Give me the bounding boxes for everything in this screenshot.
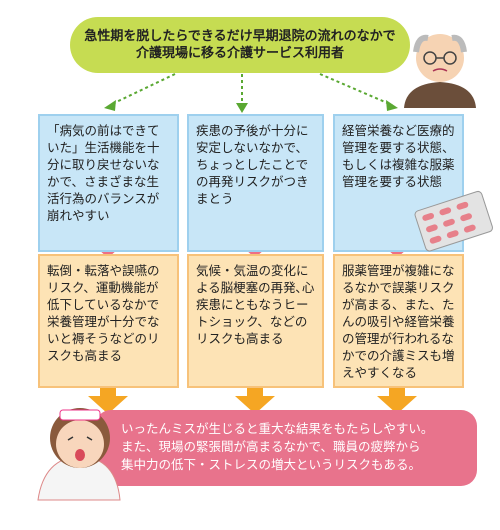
dotted-arrow-center-head [236,103,248,113]
effect-box-2: 気候・気温の変化による脳梗塞の再発､心疾患にともなうヒートショック、などのリスク… [187,254,324,388]
final-arrow-3 [377,384,417,414]
dotted-arrow-right-head [386,100,398,111]
dotted-arrows [109,73,393,106]
dotted-arrow-left-head [104,100,116,111]
top-banner-line2: 介護現場に移る介護サービス利用者 [135,46,344,61]
risk-box-1: 「病気の前はできていた」生活機能を十分に取り戻せないなかで、さまざまな生活行為の… [38,114,179,252]
bottom-banner: いったんミスが生じると重大な結果をもたらしやすい。 また、現場の緊張間が高まるな… [95,410,477,486]
bottom-banner-line3: 集中力の低下・ストレスの増大というリスクもある。 [121,457,422,472]
top-banner: 急性期を脱したらできるだけ早期退院の流れのなかで 介護現場に移る介護サービス利用… [70,17,410,73]
dotted-arrow-left [109,73,176,106]
final-arrow-1 [88,384,128,414]
bottom-banner-line1: いったんミスが生じると重大な結果をもたらしやすい。 [121,421,434,436]
final-arrow-2 [235,384,275,414]
bottom-banner-line2: また、現場の緊張間が高まるなかで、職員の疲弊から [121,439,421,454]
orange-arrows [88,384,417,414]
dotted-arrow-right [319,73,393,106]
effect-box-3: 服薬管理が複雑になるなかで誤薬リスクが高まる、また、たんの吸引や経管栄養の管理が… [333,254,464,388]
top-banner-line1: 急性期を脱したらできるだけ早期退院の流れのなかで [84,29,396,44]
effect-box-1: 転倒・転落や誤嚥のリスク、運動機能が低下しているなかで栄養管理が十分でないと褥そ… [38,254,179,388]
risk-box-2: 疾患の予後が十分に安定しないなかで、ちょっとしたことでの再発リスクがつきまとう [187,114,324,252]
